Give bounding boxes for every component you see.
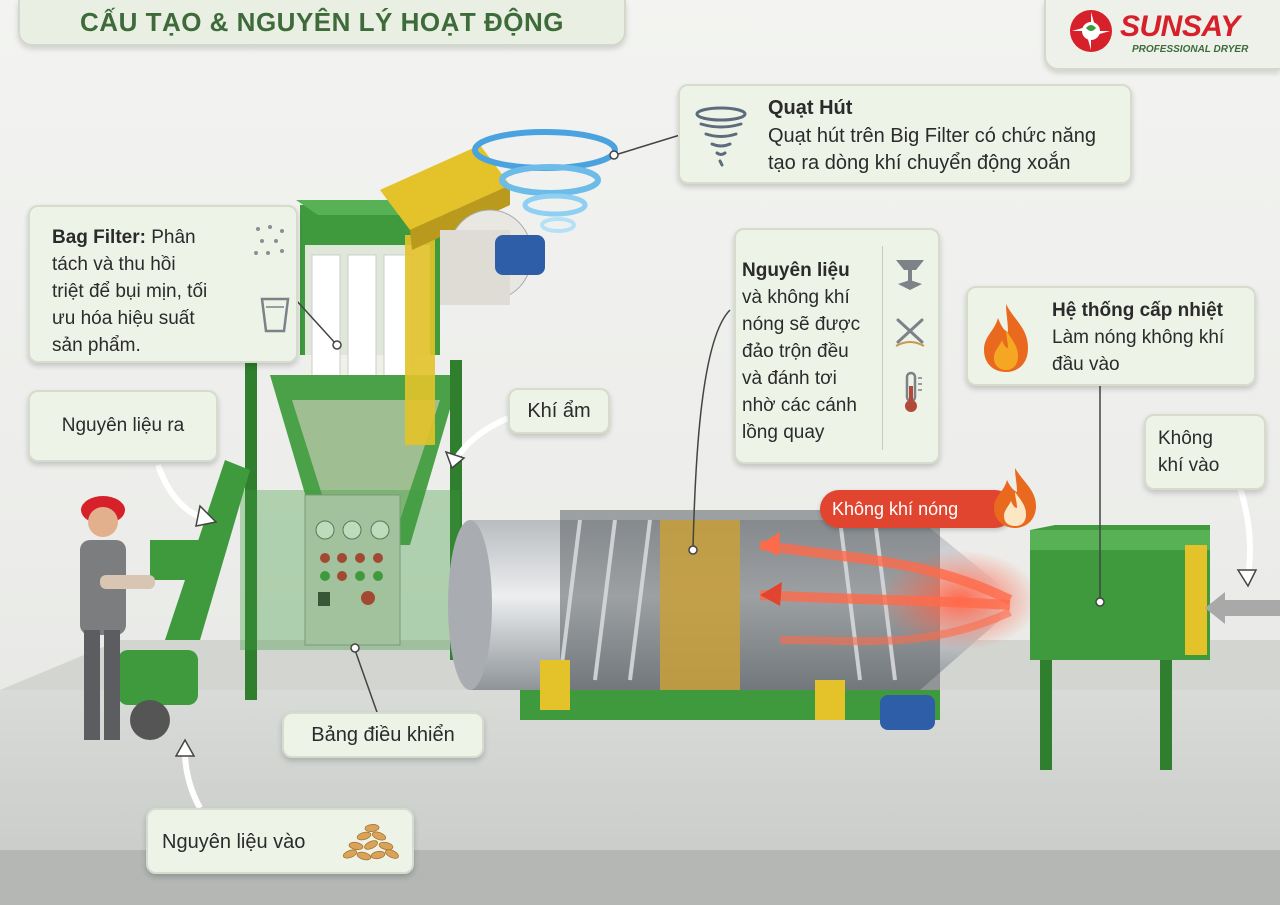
control-panel — [304, 494, 401, 646]
callout-divider — [882, 246, 883, 450]
worker-figure — [80, 496, 155, 740]
callout-connectors — [295, 134, 1105, 716]
quat-hut-line1: Quạt hút trên Big Filter có chức năng — [768, 125, 1096, 147]
nguyen-lieu-title: Nguyên liệu — [742, 260, 850, 281]
khong-khi-vao-line2: khí vào — [1158, 455, 1220, 476]
quat-hut-line2: tạo ra dòng khí chuyển động xoắn — [768, 152, 1071, 174]
nguyen-lieu-line2: nóng sẽ được — [742, 314, 861, 335]
tornado-icon — [695, 106, 747, 167]
fan-assembly — [380, 145, 545, 305]
frame-structure — [240, 490, 460, 650]
logo-name: SUNSAY — [1120, 10, 1240, 43]
hot-air-flow — [759, 532, 1040, 650]
khong-khi-nong-text: Không khí nóng — [832, 498, 959, 519]
nguyen-lieu-ra-text: Nguyên liệu ra — [61, 415, 185, 436]
swirl-airflow-icon — [472, 129, 618, 233]
label-khi-am: Khí ẩm — [508, 388, 610, 434]
callout-quat-hut: Quạt Hút Quạt hút trên Big Filter có chứ… — [678, 84, 1132, 184]
label-nguyen-lieu-vao: Nguyên liệu vào — [146, 808, 414, 874]
he-thong-title: Hệ thống cấp nhiệt — [1052, 300, 1223, 321]
khong-khi-vao-line1: Không — [1158, 428, 1213, 449]
nguyen-lieu-line4: và đánh tơi — [742, 368, 837, 389]
bag-filter-line1: Phân — [151, 227, 196, 248]
sunsay-logo: SUNSAY PROFESSIONAL DRYER — [1044, 0, 1280, 70]
heater-box — [1030, 525, 1210, 770]
label-bang-dieu-khien: Bảng điều khiển — [282, 712, 484, 758]
he-thong-line2: đầu vào — [1052, 354, 1120, 375]
label-khong-khi-nong: Không khí nóng — [820, 490, 1014, 528]
thermometer-icon — [905, 371, 922, 412]
bag-filter-title: Bag Filter: — [52, 227, 146, 248]
bag-filter-line4: ưu hóa hiệu suất — [52, 308, 195, 329]
flame-icon — [984, 304, 1028, 372]
bang-dieu-khien-text: Bảng điều khiển — [311, 724, 455, 746]
mixing-paddle-icon — [896, 260, 924, 290]
flow-arrows — [155, 415, 1280, 810]
bag-filter-line2: tách và thu hồi — [52, 254, 176, 275]
bag-filter-line3: triệt để bụi mịn, tối — [52, 281, 208, 302]
logo-tagline: PROFESSIONAL DRYER — [1132, 44, 1249, 55]
page-title: CẤU TẠO & NGUYÊN LÝ HOẠT ĐỘNG — [80, 6, 564, 37]
page-title-tab: CẤU TẠO & NGUYÊN LÝ HOẠT ĐỘNG — [18, 0, 626, 46]
hot-air-flame-icon — [994, 468, 1036, 528]
nguyen-lieu-vao-text: Nguyên liệu vào — [162, 831, 306, 853]
sunsay-emblem-icon — [1070, 10, 1112, 52]
bag-filter-tower — [245, 200, 462, 700]
he-thong-line1: Làm nóng không khí — [1052, 327, 1225, 348]
crossed-blades-icon — [895, 318, 925, 347]
callout-nguyen-lieu: Nguyên liệu và không khí nóng sẽ được đả… — [734, 228, 940, 464]
nguyen-lieu-line3: đảo trộn đều — [742, 341, 849, 362]
callout-bag-filter: Bag Filter: Phân tách và thu hồi triệt đ… — [28, 205, 298, 363]
nguyen-lieu-line1: và không khí — [742, 287, 850, 308]
nguyen-lieu-line5: nhờ các cánh — [742, 395, 857, 416]
label-nguyen-lieu-ra: Nguyên liệu ra — [28, 390, 218, 462]
callout-he-thong-cap-nhiet: Hệ thống cấp nhiệt Làm nóng không khí đầ… — [966, 286, 1256, 386]
nguyen-lieu-line6: lồng quay — [742, 422, 825, 443]
khi-am-text: Khí ẩm — [527, 400, 591, 422]
label-khong-khi-vao: Không khí vào — [1144, 414, 1266, 490]
grain-pile-icon — [342, 824, 399, 861]
bag-filter-line5: sản phẩm. — [52, 335, 141, 356]
collection-cup-icon — [260, 297, 290, 333]
outlet-conveyor — [118, 460, 250, 740]
dust-particles-icon — [254, 225, 284, 255]
quat-hut-title: Quạt Hút — [768, 97, 853, 119]
